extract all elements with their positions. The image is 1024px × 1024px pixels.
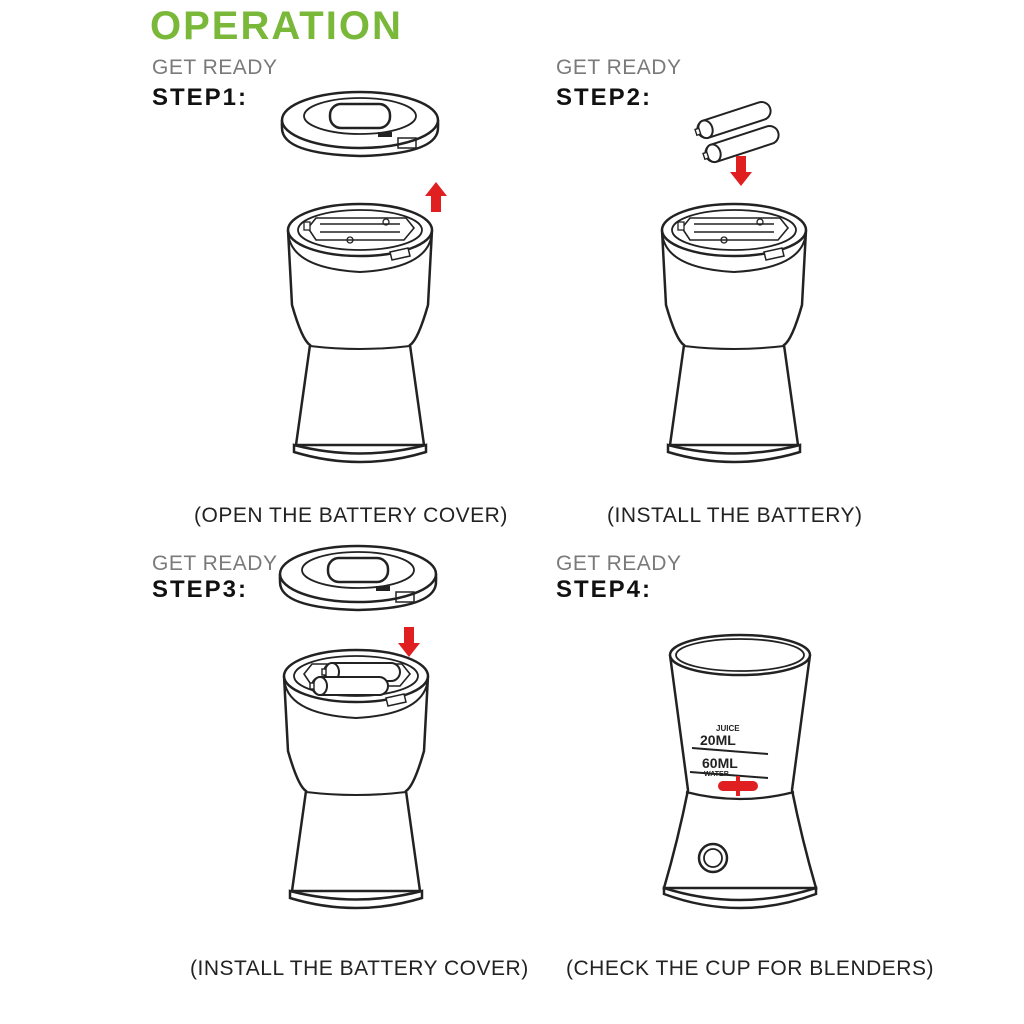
step1-device-body	[286, 202, 434, 464]
juice-label: JUICE	[716, 724, 740, 733]
step2-label: STEP2:	[556, 84, 653, 111]
step1-battery-cover	[280, 90, 440, 158]
step2-device-body	[660, 202, 808, 464]
step3-arrow-down-icon	[398, 627, 420, 657]
step2-caption: (INSTALL THE BATTERY)	[607, 504, 863, 527]
step1-caption: (OPEN THE BATTERY COVER)	[194, 504, 508, 527]
step1-arrow-up-icon	[425, 182, 447, 212]
juice-volume: 20ML	[700, 732, 736, 748]
page-title: OPERATION	[150, 4, 403, 48]
step3-get-ready: GET READY	[152, 552, 278, 575]
step1-get-ready: GET READY	[152, 56, 278, 79]
step4-blender-cup	[662, 633, 818, 910]
step3-caption: (INSTALL THE BATTERY COVER)	[190, 957, 529, 980]
step1-label: STEP1:	[152, 84, 249, 111]
water-label: WATER	[704, 771, 729, 778]
step4-label: STEP4:	[556, 576, 653, 603]
step4-caption: (CHECK THE CUP FOR BLENDERS)	[566, 957, 934, 980]
step4-power-button-icon	[697, 842, 729, 874]
step3-battery-cover	[278, 544, 438, 612]
step2-get-ready: GET READY	[556, 56, 682, 79]
step4-get-ready: GET READY	[556, 552, 682, 575]
water-volume: 60ML	[702, 755, 738, 771]
step3-label: STEP3:	[152, 576, 249, 603]
step3-batteries-installed	[303, 662, 412, 696]
step2-arrow-down-icon	[730, 156, 752, 186]
